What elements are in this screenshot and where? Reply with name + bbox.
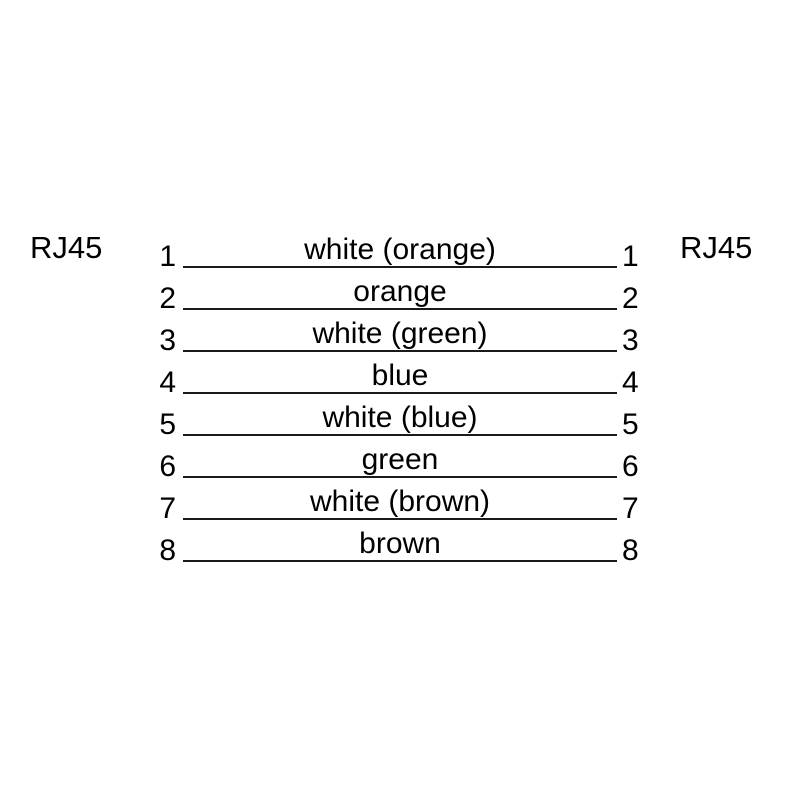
right-pin-number: 8 — [622, 534, 639, 567]
pin-row: white (blue) 5 5 — [0, 394, 800, 440]
right-pin-number: 5 — [622, 408, 639, 441]
wire-conductor-line — [183, 518, 617, 520]
right-pin-number: 7 — [622, 492, 639, 525]
left-pin-number: 2 — [159, 282, 176, 315]
right-pin-number: 6 — [622, 450, 639, 483]
pin-row: white (green) 3 3 — [0, 310, 800, 356]
left-pin-number: 8 — [159, 534, 176, 567]
right-pin-number: 4 — [622, 366, 639, 399]
left-pin-number: 4 — [159, 366, 176, 399]
right-connector-label: RJ45 — [680, 230, 753, 265]
left-pin-number: 7 — [159, 492, 176, 525]
wire-conductor-line — [183, 350, 617, 352]
wire-color-label: brown — [359, 527, 441, 560]
wire-color-label: white (blue) — [322, 401, 478, 434]
left-connector-label: RJ45 — [30, 230, 103, 265]
wire-color-label: white (brown) — [309, 485, 491, 518]
wire-conductor-line — [183, 308, 617, 310]
right-pin-number: 2 — [622, 282, 639, 315]
left-pin-number: 5 — [159, 408, 176, 441]
left-pin-number: 1 — [159, 240, 176, 273]
wire-conductor-line — [183, 434, 617, 436]
pin-row: green 6 6 — [0, 436, 800, 482]
left-pin-number: 3 — [159, 324, 176, 357]
pin-row: white (brown) 7 7 — [0, 478, 800, 524]
pin-row: brown 8 8 — [0, 520, 800, 566]
pin-row: orange 2 2 — [0, 268, 800, 314]
right-pin-number: 1 — [622, 240, 639, 273]
left-pin-number: 6 — [159, 450, 176, 483]
pin-row: blue 4 4 — [0, 352, 800, 398]
pin-row: white (orange) 1 1 — [0, 226, 800, 272]
wire-conductor-line — [183, 476, 617, 478]
wire-color-label: orange — [353, 275, 447, 308]
wire-conductor-line — [183, 392, 617, 394]
wire-conductor-line — [183, 266, 617, 268]
wire-conductor-line — [183, 560, 617, 562]
right-pin-number: 3 — [622, 324, 639, 357]
wire-color-label: white (orange) — [304, 233, 496, 266]
wire-color-label: white (green) — [312, 317, 488, 350]
wire-color-label: blue — [371, 359, 429, 392]
wire-color-label: green — [361, 443, 439, 476]
